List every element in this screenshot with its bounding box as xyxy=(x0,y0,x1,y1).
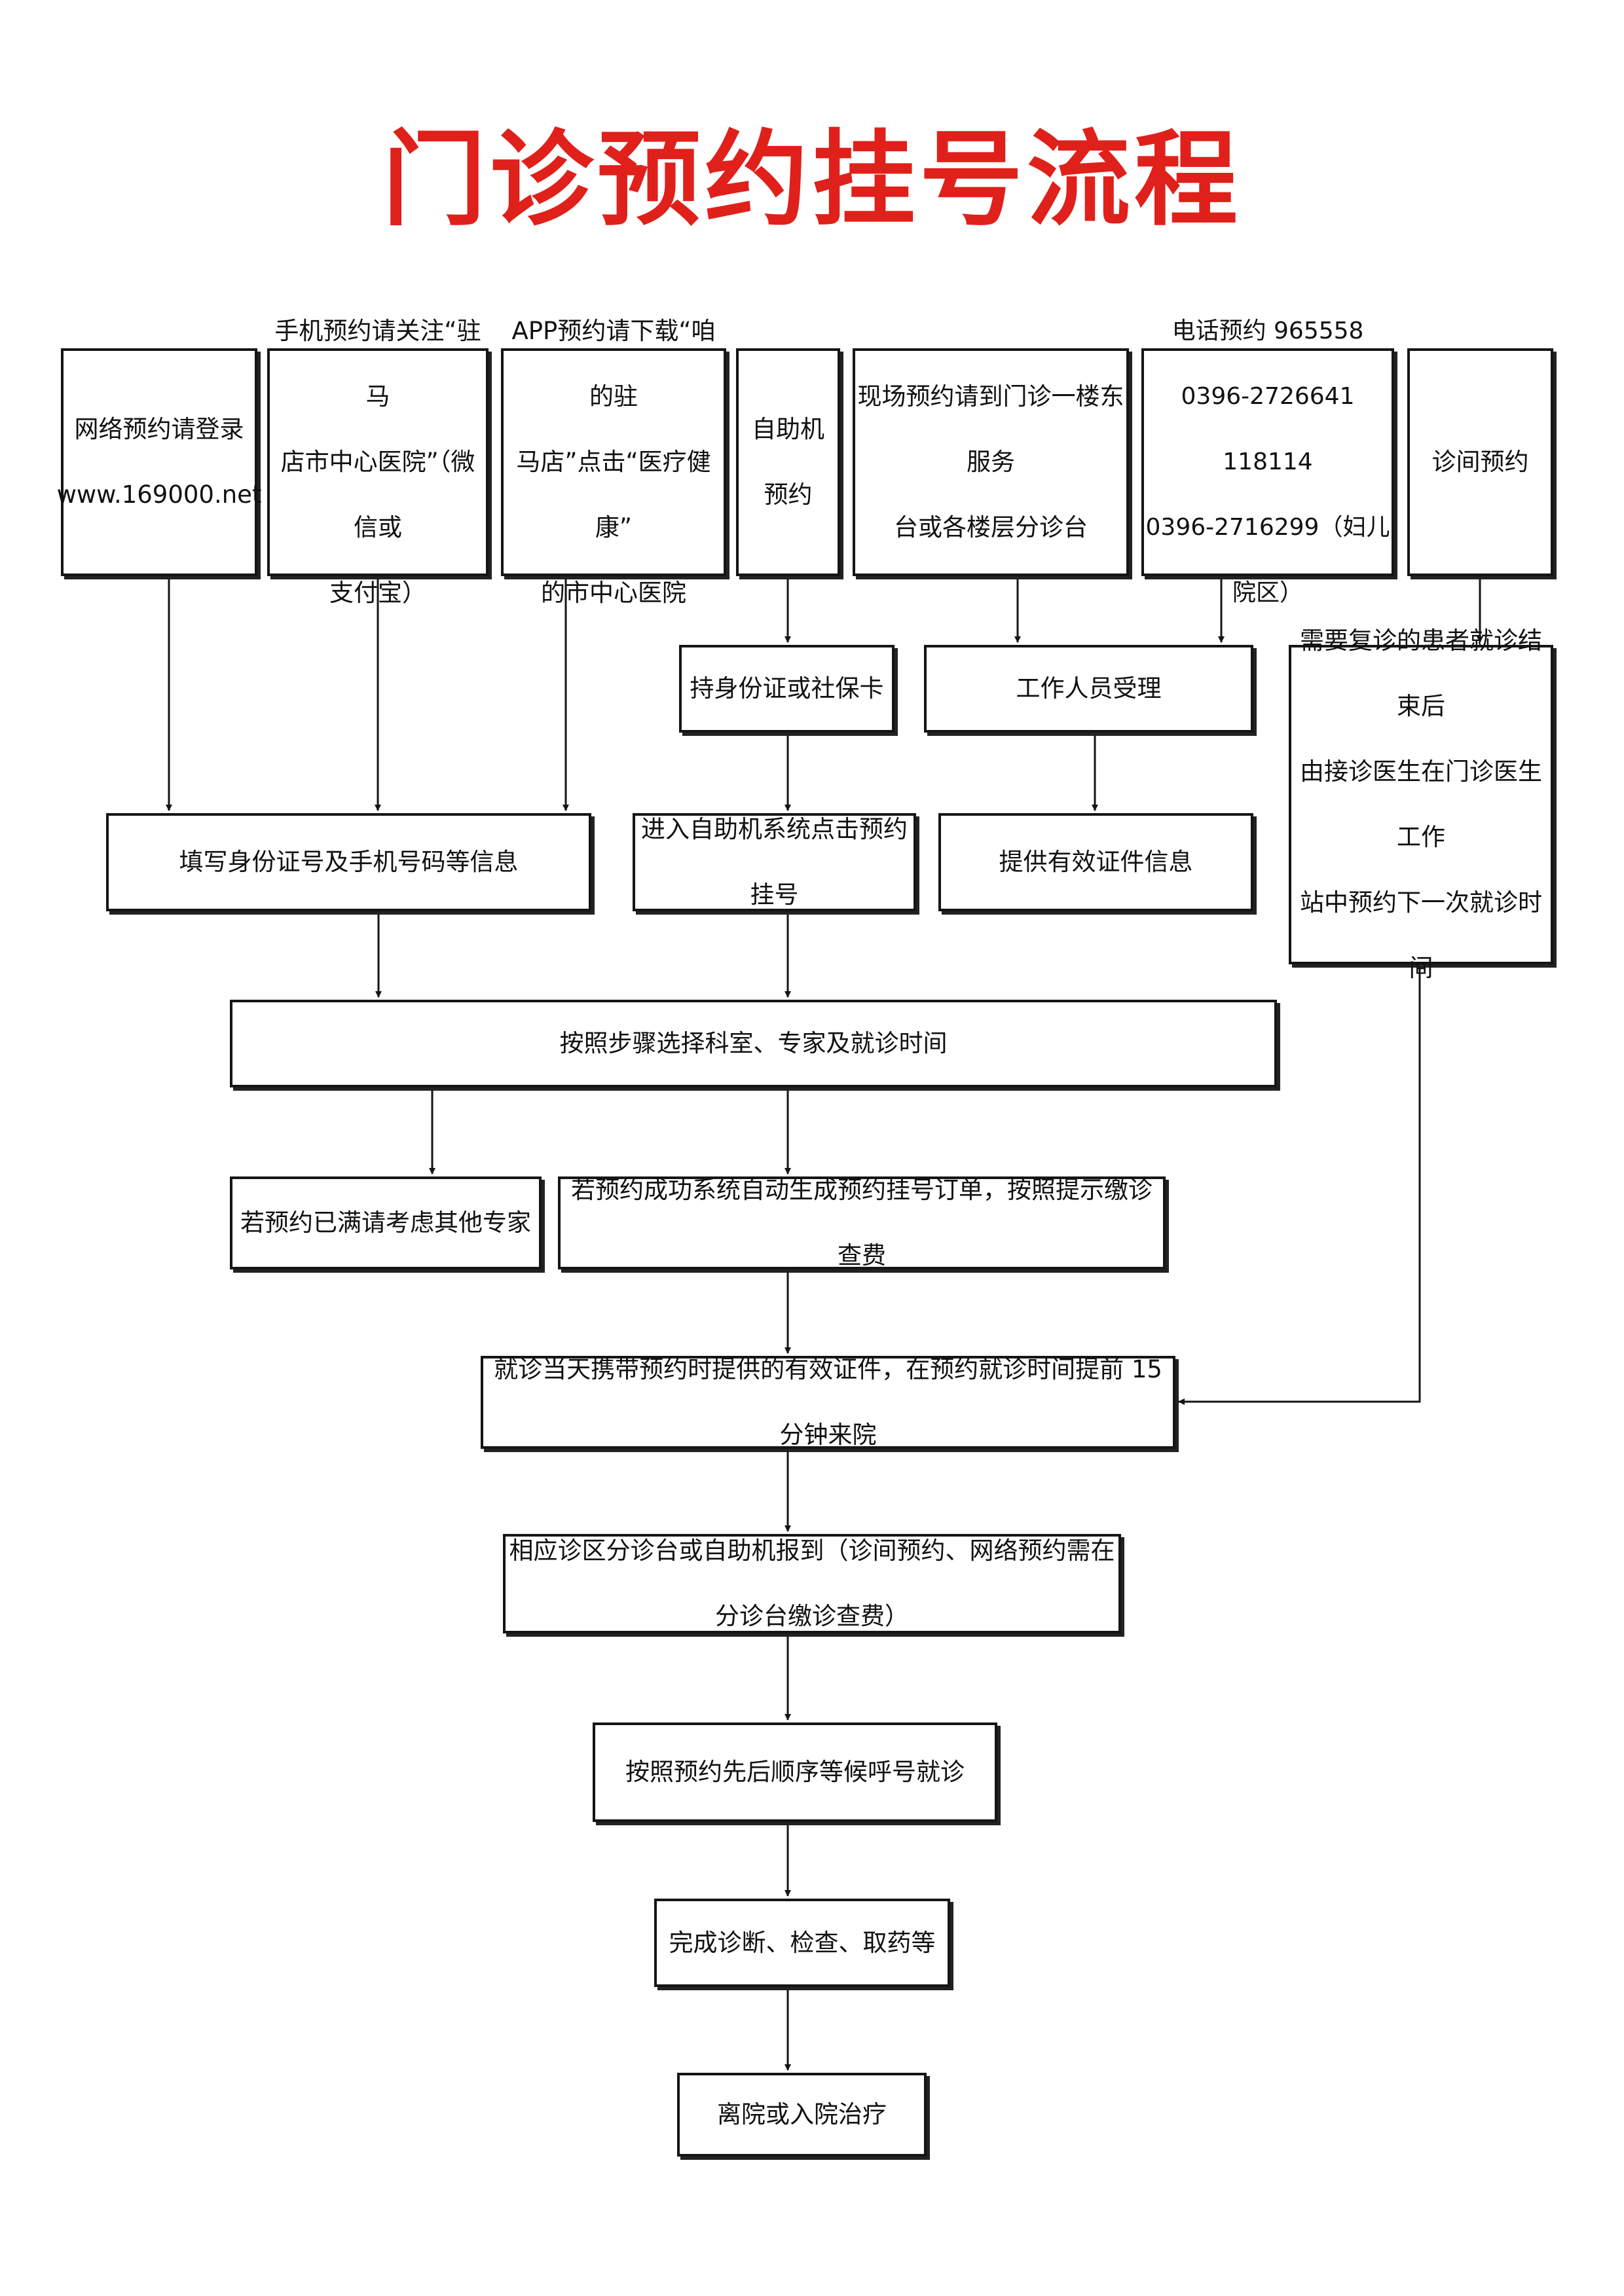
id-card-box: 持身份证或社保卡 xyxy=(679,645,895,733)
wechat-booking-label: 手机预约请关注“驻马 店市中心医院”（微信或 支付宝） xyxy=(274,317,481,607)
kiosk-enter-box: 进入自助机系统点击预约挂号 xyxy=(633,813,916,911)
onsite-booking-label: 现场预约请到门诊一楼东服务 台或各楼层分诊台 xyxy=(857,382,1124,541)
leave-label: 离院或入院治疗 xyxy=(717,2100,887,2128)
booking-full-box: 若预约已满请考虑其他专家 xyxy=(230,1176,542,1269)
wechat-booking-box: 手机预约请关注“驻马 店市中心医院”（微信或 支付宝） xyxy=(267,317,489,607)
clinic-booking-label: 诊间预约 xyxy=(1431,448,1529,476)
wait-call-label: 按照预约先后顺序等候呼号就诊 xyxy=(625,1758,965,1786)
id-card-label: 持身份证或社保卡 xyxy=(690,674,884,702)
provide-id-box: 提供有效证件信息 xyxy=(938,813,1253,911)
complete-box: 完成诊断、检查、取药等 xyxy=(654,1899,950,1987)
checkin-label: 相应诊区分诊台或自助机报到（诊间预约、网络预约需在分诊台缴诊查费） xyxy=(509,1537,1115,1630)
kiosk-enter-label: 进入自助机系统点击预约挂号 xyxy=(641,815,908,909)
leave-box: 离院或入院治疗 xyxy=(677,2073,927,2157)
web-booking-label: 网络预约请登录 www.169000.net xyxy=(56,415,262,509)
phone-booking-label: 电话预约 965558 0396-2726641 118114 0396-271… xyxy=(1145,318,1390,606)
web-booking-box: 网络预约请登录 www.169000.net xyxy=(57,348,261,576)
followup-box: 需要复诊的患者就诊结束后 由接诊医生在门诊医生工作 站中预约下一次就诊时间 xyxy=(1289,627,1553,982)
app-booking-label: APP预约请下载“咱的驻 马店”点击“医疗健康” 的市中心医院 xyxy=(511,317,716,607)
page-title: 门诊预约挂号流程 xyxy=(382,120,1242,240)
followup-label: 需要复诊的患者就诊结束后 由接诊医生在门诊医生工作 站中预约下一次就诊时间 xyxy=(1300,627,1542,982)
complete-label: 完成诊断、检查、取药等 xyxy=(669,1928,936,1957)
app-booking-box: APP预约请下载“咱的驻 马店”点击“医疗健康” 的市中心医院 xyxy=(501,317,726,607)
kiosk-booking-box: 自助机 预约 xyxy=(736,348,840,576)
phone-booking-box: 电话预约 965558 0396-2726641 118114 0396-271… xyxy=(1141,318,1394,606)
visit-day-label: 就诊当天携带预约时提供的有效证件，在预约就诊时间提前 15 分钟来院 xyxy=(494,1355,1162,1449)
kiosk-booking-label: 自助机 预约 xyxy=(752,415,824,509)
provide-id-label: 提供有效证件信息 xyxy=(999,848,1193,876)
booking-success-box: 若预约成功系统自动生成预约挂号订单，按照提示缴诊查费 xyxy=(558,1176,1166,1269)
fill-info-label: 填写身份证号及手机号码等信息 xyxy=(179,848,519,876)
staff-accept-label: 工作人员受理 xyxy=(1016,674,1162,702)
clinic-booking-box: 诊间预约 xyxy=(1407,348,1553,576)
booking-success-label: 若预约成功系统自动生成预约挂号订单，按照提示缴诊查费 xyxy=(571,1176,1153,1269)
visit-day-box: 就诊当天携带预约时提供的有效证件，在预约就诊时间提前 15 分钟来院 xyxy=(481,1355,1175,1449)
select-dept-box: 按照步骤选择科室、专家及就诊时间 xyxy=(230,1000,1277,1087)
arrow-followup-visit xyxy=(1178,964,1421,1405)
wait-call-box: 按照预约先后顺序等候呼号就诊 xyxy=(593,1722,997,1822)
onsite-booking-box: 现场预约请到门诊一楼东服务 台或各楼层分诊台 xyxy=(853,348,1129,576)
fill-info-box: 填写身份证号及手机号码等信息 xyxy=(106,813,591,911)
staff-accept-box: 工作人员受理 xyxy=(924,645,1253,733)
booking-full-label: 若预约已满请考虑其他专家 xyxy=(240,1209,531,1237)
select-dept-label: 按照步骤选择科室、专家及就诊时间 xyxy=(559,1029,948,1057)
checkin-box: 相应诊区分诊台或自助机报到（诊间预约、网络预约需在分诊台缴诊查费） xyxy=(503,1534,1121,1633)
